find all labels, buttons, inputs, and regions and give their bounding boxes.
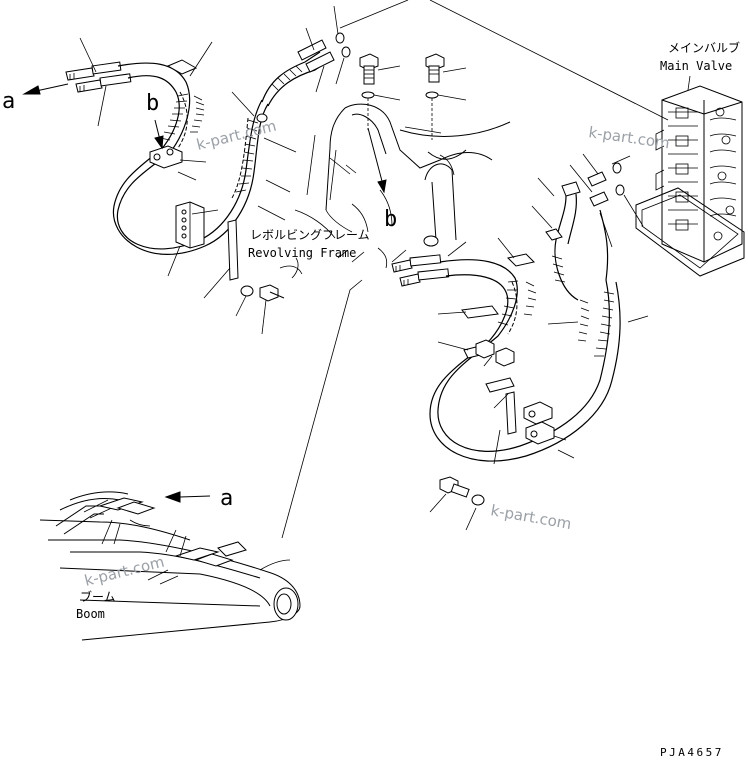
figure-code: PJA4657 xyxy=(660,746,724,759)
connector-block-left xyxy=(175,201,205,249)
leader-to-boom xyxy=(281,279,363,539)
reference-arrow-a-left: a xyxy=(2,83,69,114)
main-valve-label-en: Main Valve xyxy=(660,59,732,73)
watermark-lower-right: k-part.com xyxy=(489,501,573,533)
boom xyxy=(39,491,301,641)
watermark-upper-right: k-part.com xyxy=(587,123,670,152)
reference-arrow-b-centre: b xyxy=(367,127,397,232)
main-valve: メインバルブ Main Valve xyxy=(635,40,745,277)
valve-fittings xyxy=(569,153,644,248)
revolving-frame xyxy=(279,103,511,279)
reference-arrow-b-left: b xyxy=(146,91,164,150)
clamp-lower-right xyxy=(523,401,555,445)
revolving-frame-label-jp: レボルビングフレーム xyxy=(250,228,370,242)
watermark-upper-left: k-part.com xyxy=(195,117,279,154)
clamp-upper-left xyxy=(149,145,183,169)
reference-arrow-a-boom: a xyxy=(164,486,233,511)
ref-label-a-boom: a xyxy=(220,486,233,511)
upper-centre-hoses xyxy=(256,5,351,123)
revolving-frame-label-en: Revolving Frame xyxy=(248,246,356,260)
main-valve-label-jp: メインバルブ xyxy=(668,40,740,55)
boom-label-jp: ブーム xyxy=(80,589,116,604)
ref-label-b-centre: b xyxy=(384,207,397,232)
leader-lines-valve xyxy=(339,0,669,121)
boom-label-en: Boom xyxy=(76,607,105,621)
ref-label-a-left: a xyxy=(2,89,15,114)
ref-label-b-left: b xyxy=(146,91,159,116)
watermark-lower-left: k-part.com xyxy=(83,553,167,590)
upper-left-hose-assembly: a b xyxy=(2,37,297,335)
bolt-lower xyxy=(429,476,485,531)
bracket-bolt-left xyxy=(227,219,285,302)
right-centre-hose-assembly xyxy=(391,177,649,531)
bolt-group-top xyxy=(359,53,467,140)
